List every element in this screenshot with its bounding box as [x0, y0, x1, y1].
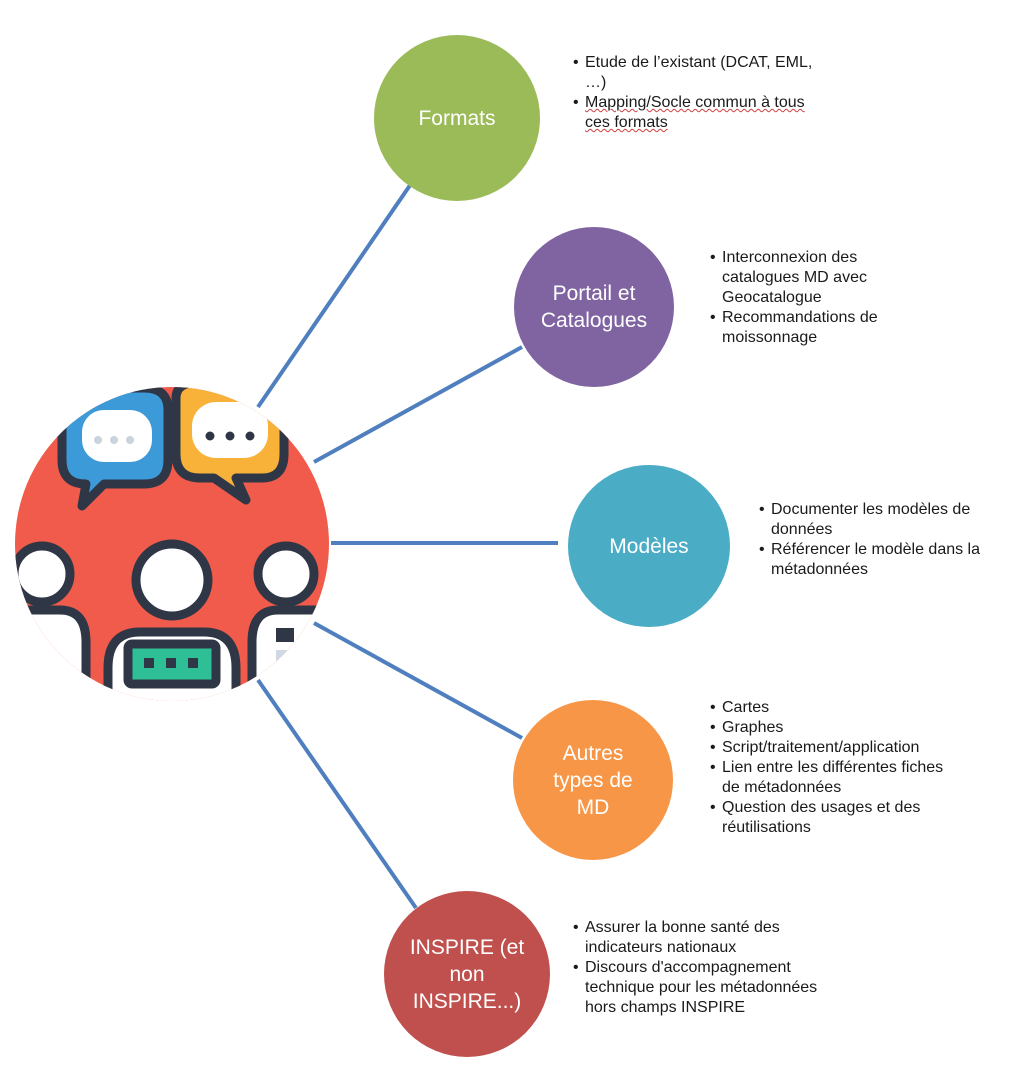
team-discussion-icon [15, 387, 329, 701]
node-portail-label: Portail et Catalogues [540, 282, 648, 332]
bullet-item: Cartes [710, 698, 992, 718]
bullet-item: Interconnexion des catalogues MD avec Ge… [710, 248, 910, 308]
bullet-item: Graphes [710, 718, 992, 738]
bullet-item: Documenter les modèles de données [759, 500, 1027, 540]
bullets-modeles: Documenter les modèles de données Référe… [759, 500, 1027, 580]
bullet-item: Question des usages et des réutilisation… [710, 798, 974, 838]
bullet-item: Lien entre les différentes fiches de mét… [710, 758, 958, 798]
bullets-autres: Cartes Graphes Script/traitement/applica… [710, 698, 992, 838]
node-autres-types: Autres types de MD [513, 700, 673, 860]
node-portail-catalogues: Portail et Catalogues [514, 227, 674, 387]
node-formats-label: Formats [418, 106, 496, 130]
bullets-formats: Etude de l’existant (DCAT, EML, …) Mappi… [573, 53, 833, 133]
bullet-item: Script/traitement/application [710, 738, 992, 758]
node-modeles: Modèles [568, 465, 730, 627]
bullet-item: Etude de l’existant (DCAT, EML, …) [573, 53, 833, 93]
bullet-item: Recommandations de moissonnage [710, 308, 910, 348]
bullets-inspire: Assurer la bonne santé des indicateurs n… [573, 918, 835, 1018]
bullet-item: Assurer la bonne santé des indicateurs n… [573, 918, 835, 958]
bullet-item: Référencer le modèle dans la métadonnées [759, 540, 1027, 580]
node-inspire-label: INSPIRE (et non INSPIRE...) [409, 935, 525, 1013]
node-inspire: INSPIRE (et non INSPIRE...) [384, 891, 550, 1057]
node-modeles-label: Modèles [609, 534, 689, 558]
connector-inspire [256, 678, 418, 910]
node-formats: Formats [374, 35, 540, 201]
connector-formats [256, 176, 417, 409]
connector-portail [313, 345, 523, 464]
connector-autres [313, 621, 523, 740]
bullets-portail: Interconnexion des catalogues MD avec Ge… [710, 248, 910, 348]
node-autres-label: Autres types de MD [553, 741, 633, 819]
bullet-item: Discours d'accompagnement technique pour… [573, 958, 825, 1018]
bullet-item: Mapping/Socle commun à tous ces formats [573, 93, 833, 133]
